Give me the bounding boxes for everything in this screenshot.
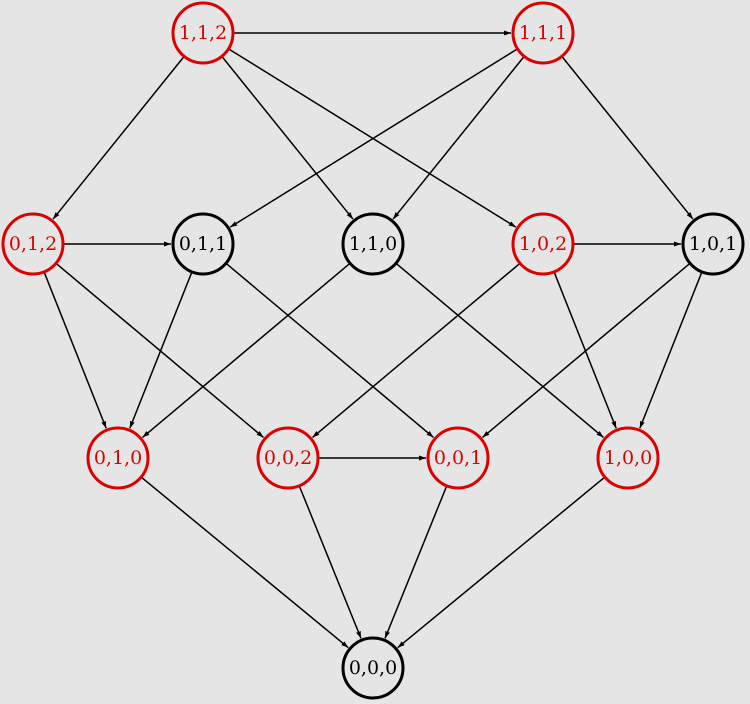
node-label: 0,1,2 <box>9 233 57 255</box>
node-label: 0,1,1 <box>179 233 227 255</box>
node-n002: 0,0,2 <box>256 426 320 490</box>
node-circle <box>426 426 490 490</box>
edge-n012-to-n010 <box>43 272 107 429</box>
node-label: 1,0,2 <box>519 233 567 255</box>
node-circle <box>341 636 405 700</box>
node-circle <box>256 426 320 490</box>
node-n010: 0,1,0 <box>86 426 150 490</box>
edge-n110-to-n100 <box>396 263 604 439</box>
edge-n100-to-n000 <box>397 477 605 649</box>
edge-n011-to-n001 <box>226 263 434 439</box>
node-label: 0,0,1 <box>434 447 482 469</box>
edge-n011-to-n010 <box>129 272 193 429</box>
node-circle <box>171 1 235 65</box>
edge-n111-to-n101 <box>561 56 694 220</box>
node-n112: 1,1,2 <box>171 1 235 65</box>
node-label: 1,0,1 <box>689 233 737 255</box>
node-circle <box>86 426 150 490</box>
edge-n111-to-n011 <box>229 48 518 228</box>
node-circle <box>596 426 660 490</box>
edge-n111-to-n110 <box>392 56 525 220</box>
edge-n102-to-n002 <box>312 263 520 439</box>
node-n111: 1,1,1 <box>511 1 575 65</box>
node-label: 1,1,2 <box>179 22 227 44</box>
node-label: 1,0,0 <box>604 447 652 469</box>
node-label: 0,0,0 <box>349 657 397 679</box>
node-label: 1,1,1 <box>519 22 567 44</box>
node-circle <box>341 212 405 276</box>
node-n011: 0,1,1 <box>171 212 235 276</box>
node-circle <box>1 212 65 276</box>
edge-n101-to-n001 <box>482 263 690 439</box>
node-n012: 0,1,2 <box>1 212 65 276</box>
edge-n002-to-n000 <box>298 486 362 639</box>
node-label: 0,1,0 <box>94 447 142 469</box>
node-circle <box>681 212 745 276</box>
node-n102: 1,0,2 <box>511 212 575 276</box>
edge-n010-to-n000 <box>141 477 349 649</box>
node-n000: 0,0,0 <box>341 636 405 700</box>
edge-n112-to-n110 <box>221 56 354 220</box>
node-label: 1,1,0 <box>349 233 397 255</box>
node-circle <box>171 212 235 276</box>
node-n001: 0,0,1 <box>426 426 490 490</box>
node-label: 0,0,2 <box>264 447 312 469</box>
node-n101: 1,0,1 <box>681 212 745 276</box>
node-n100: 1,0,0 <box>596 426 660 490</box>
node-n110: 1,1,0 <box>341 212 405 276</box>
edges-layer <box>43 30 703 649</box>
edge-n001-to-n000 <box>384 486 448 639</box>
node-circle <box>511 212 575 276</box>
edge-n110-to-n010 <box>142 263 350 439</box>
edge-n101-to-n100 <box>639 272 703 429</box>
edge-n112-to-n012 <box>52 56 185 220</box>
node-circle <box>511 1 575 65</box>
